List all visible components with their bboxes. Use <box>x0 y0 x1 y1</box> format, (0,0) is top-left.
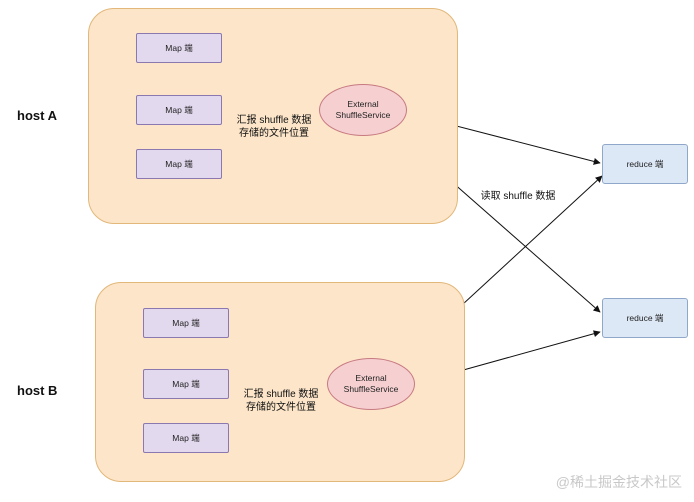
host-b-report-label: 汇报 shuffle 数据 存储的文件位置 <box>233 388 329 414</box>
host-a-external-shuffle-service: External ShuffleService <box>319 84 407 136</box>
read-shuffle-label: 读取 shuffle 数据 <box>478 190 558 203</box>
host-a-report-line1: 汇报 shuffle 数据 <box>236 115 312 126</box>
host-a-ess-line1: External <box>347 99 379 110</box>
host-b-external-shuffle-service: External ShuffleService <box>327 358 415 410</box>
host-a-report-line2: 存储的文件位置 <box>239 128 309 139</box>
reduce-node-1: reduce 端 <box>602 144 688 184</box>
host-b-ess-line1: External <box>355 373 387 384</box>
watermark: @稀土掘金技术社区 <box>555 474 682 490</box>
host-a-map-3: Map 端 <box>136 149 222 179</box>
host-b-ess-line2: ShuffleService <box>343 384 399 394</box>
reduce-node-2: reduce 端 <box>602 298 688 338</box>
host-b-report-line2: 存储的文件位置 <box>246 402 316 413</box>
host-b-map-1: Map 端 <box>143 308 229 338</box>
host-a-ess-line2: ShuffleService <box>335 110 391 120</box>
host-a-map-1: Map 端 <box>136 33 222 63</box>
host-a-report-label: 汇报 shuffle 数据 存储的文件位置 <box>226 114 322 140</box>
host-b-label: host B <box>17 383 58 398</box>
host-a-map-2: Map 端 <box>136 95 222 125</box>
host-b-map-3: Map 端 <box>143 423 229 453</box>
host-a-label: host A <box>17 108 57 123</box>
host-b-report-line1: 汇报 shuffle 数据 <box>243 389 319 400</box>
host-b-map-2: Map 端 <box>143 369 229 399</box>
